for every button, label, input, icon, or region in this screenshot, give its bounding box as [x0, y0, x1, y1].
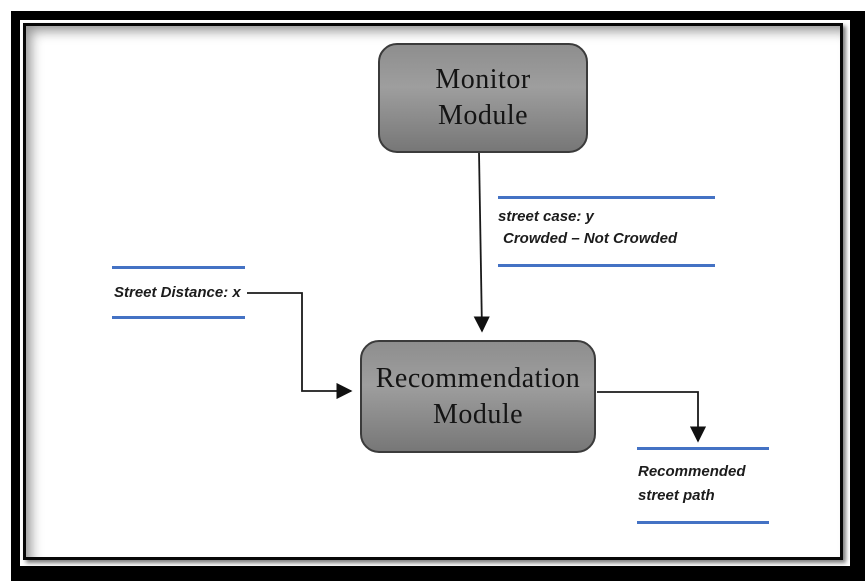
recommended-path-bottom-rule: [637, 521, 769, 524]
street-case-bottom-rule: [498, 264, 715, 267]
street-case-label-line2: Crowded – Not Crowded: [503, 230, 678, 247]
monitor-module-label-line2: Module: [437, 100, 529, 131]
recommended-path-label-line1: Recommended: [638, 463, 746, 480]
recommendation-module-node: Recommendation Module: [360, 340, 596, 453]
recommended-path-top-rule: [637, 447, 769, 450]
arrow-monitor-to-recommendation: [473, 151, 490, 333]
arrow-street-distance-input: [247, 292, 353, 400]
street-distance-top-rule: [112, 266, 245, 269]
arrow-recommended-output: [597, 391, 707, 443]
street-case-top-rule: [498, 196, 715, 199]
street-distance-bottom-rule: [112, 316, 245, 319]
street-distance-label: Street Distance: x: [114, 283, 241, 302]
street-case-label: street case: y Crowded – Not Crowded: [498, 206, 677, 250]
recommendation-module-label-line2: Module: [432, 398, 524, 430]
monitor-module-label-line1: Monitor: [435, 64, 531, 95]
street-case-label-line1: street case: y: [498, 208, 594, 225]
recommended-path-label-line2: street path: [638, 487, 715, 504]
recommended-path-label: Recommended street path: [638, 460, 746, 508]
monitor-module-node: Monitor Module: [378, 43, 588, 153]
street-distance-label-line1: Street Distance: x: [114, 284, 241, 301]
recommendation-module-label-line1: Recommendation: [375, 362, 581, 394]
